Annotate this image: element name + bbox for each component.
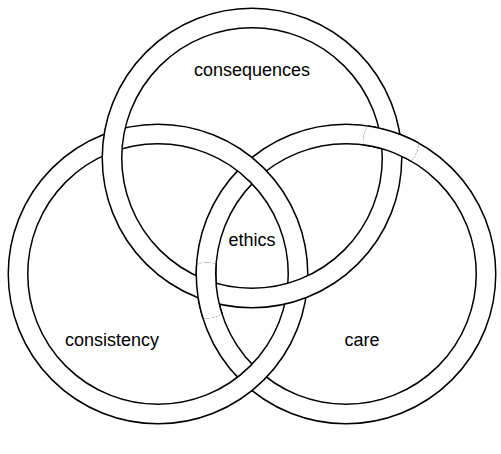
ring-node: care <box>196 124 496 424</box>
ring-node: consequences <box>102 8 402 308</box>
ring-label: care <box>344 330 379 351</box>
ring-band <box>112 18 392 298</box>
ring-outline <box>112 18 392 298</box>
ring-top <box>112 18 392 298</box>
ring-crossing <box>206 134 486 414</box>
ring-label: consequences <box>194 60 310 81</box>
ring-crossing <box>206 134 486 414</box>
ring-band <box>206 134 486 414</box>
ring-outline <box>206 134 486 414</box>
ring-band <box>206 134 486 414</box>
ring-label: consistency <box>65 330 159 351</box>
ring-outline <box>206 134 486 414</box>
ring-node: consistency <box>8 124 308 424</box>
center-label: ethics <box>226 230 277 251</box>
